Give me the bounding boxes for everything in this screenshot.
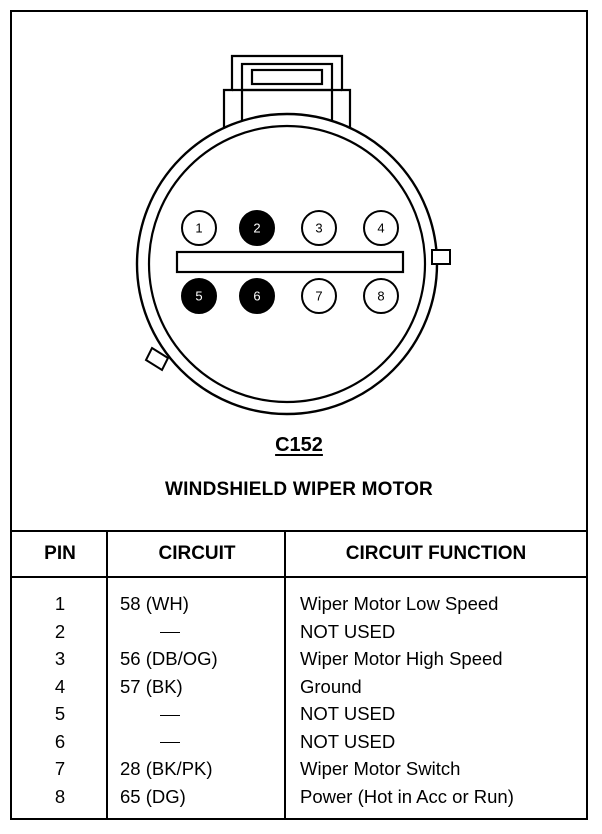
table-row: 8 65 (DG) Power (Hot in Acc or Run): [12, 783, 586, 811]
pin-number: 5: [195, 289, 202, 304]
pin-number: 8: [377, 289, 384, 304]
pin-cavity: [301, 278, 337, 314]
circuit-cell: 65 (DG): [120, 785, 186, 807]
pin-number: 1: [195, 221, 202, 236]
table-row: 4 57 (BK) Ground: [12, 673, 586, 701]
column-divider-1: [106, 532, 108, 820]
header-circuit: CIRCUIT: [158, 543, 236, 564]
pin-8: 8: [363, 278, 399, 314]
header-circuit-function: CIRCUIT FUNCTION: [345, 543, 527, 564]
header-divider: [12, 576, 586, 578]
pin-number: 7: [315, 289, 322, 304]
pin-number-cell: 7: [54, 758, 66, 779]
table-row: 7 28 (BK/PK) Wiper Motor Switch: [12, 755, 586, 783]
pin-cavity: [363, 278, 399, 314]
circuit-function-cell: Wiper Motor Low Speed: [300, 593, 499, 614]
circuit-cell: 57 (BK): [120, 675, 183, 697]
pin-6: 6: [239, 278, 275, 314]
connector-name: WINDSHIELD WIPER MOTOR: [165, 479, 433, 500]
pin-table: PIN CIRCUIT CIRCUIT FUNCTION 1 58 (WH) Wip…: [12, 530, 586, 820]
no-circuit-dash: [160, 742, 180, 744]
pin-number-cell: 2: [54, 620, 66, 642]
pin-cavity: [181, 210, 217, 246]
pin-number: 6: [253, 289, 260, 304]
pin-cavity: [239, 210, 275, 246]
circuit-cell: [120, 618, 290, 646]
pin-3: 3: [301, 210, 337, 246]
pin-4: 4: [363, 210, 399, 246]
circuit-cell: 28 (BK/PK): [120, 758, 213, 779]
pin-cavity: [301, 210, 337, 246]
table-row: 2 NOT USED: [12, 618, 586, 646]
table-row: 5 NOT USED: [12, 700, 586, 728]
circuit-cell: 58 (WH): [120, 593, 189, 614]
center-divider-bar: [175, 250, 405, 274]
connector-diagram: 1 2 3 4 5 6 7 8: [12, 12, 586, 532]
pins-layer: 1 2 3 4 5 6 7 8: [181, 210, 399, 314]
pin-2: 2: [239, 210, 275, 246]
pin-cavity: [181, 278, 217, 314]
circuit-cell: [120, 700, 290, 728]
pin-number: 2: [253, 221, 260, 236]
column-divider-2: [284, 532, 286, 820]
table-row: 1 58 (WH) Wiper Motor Low Speed: [12, 590, 586, 618]
right-key-tab: [431, 249, 451, 265]
pin-7: 7: [301, 278, 337, 314]
pin-cavity: [363, 210, 399, 246]
pin-1: 1: [181, 210, 217, 246]
pin-number-cell: 4: [54, 675, 66, 697]
no-circuit-dash: [160, 632, 180, 634]
pin-number-cell: 1: [54, 593, 66, 614]
connector-id: C152: [275, 434, 323, 456]
pin-number-cell: 8: [54, 785, 66, 807]
circuit-function-cell: NOT USED: [300, 730, 396, 752]
latch-housing: [222, 54, 352, 130]
header-pin: PIN: [44, 543, 76, 564]
table-row: 3 56 (DB/OG) Wiper Motor High Speed: [12, 645, 586, 673]
pin-number: 4: [377, 221, 384, 236]
circuit-function-cell: NOT USED: [300, 620, 396, 642]
left-key-tab: [144, 346, 170, 372]
no-circuit-dash: [160, 714, 180, 716]
pin-cavity: [239, 278, 275, 314]
pin-number: 3: [315, 221, 322, 236]
pin-number-cell: 3: [54, 648, 66, 669]
circuit-cell: 56 (DB/OG): [120, 648, 218, 669]
circuit-cell: [120, 728, 290, 756]
pin-number-cell: 5: [54, 703, 66, 724]
connector-face-svg: 1 2 3 4 5 6 7 8: [135, 54, 451, 416]
pin-5: 5: [181, 278, 217, 314]
circuit-function-cell: Wiper Motor High Speed: [300, 648, 503, 669]
circuit-function-cell: NOT USED: [300, 703, 396, 724]
circuit-function-cell: Ground: [300, 675, 362, 697]
table-row: 6 NOT USED: [12, 728, 586, 756]
circuit-function-cell: Power (Hot in Acc or Run): [300, 785, 514, 807]
pin-number-cell: 6: [54, 730, 66, 752]
diagram-frame: 1 2 3 4 5 6 7 8 C152 WINDSHIELD WIPER MOTOR PIN…: [10, 10, 588, 820]
circuit-function-cell: Wiper Motor Switch: [300, 758, 461, 779]
